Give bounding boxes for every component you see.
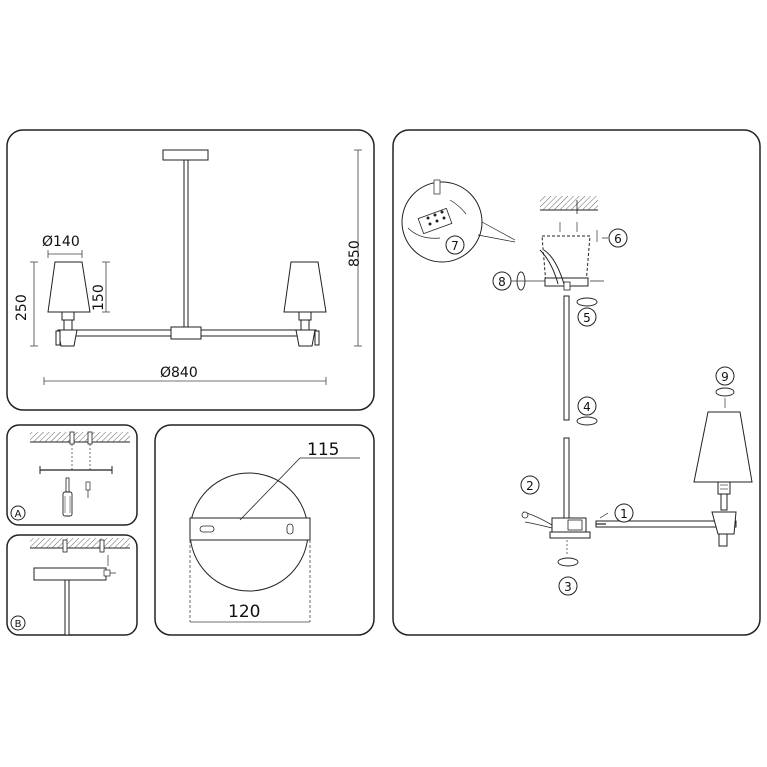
- assembly-lamp: [693, 411, 753, 547]
- step-badge-2: 2: [520, 475, 540, 495]
- step-badge-3: 3: [558, 576, 578, 596]
- canopy-screw-icon: [103, 569, 116, 577]
- overview-panel: Ø140 150 250 850 Ø840: [6, 129, 375, 411]
- right-lamp: [283, 261, 327, 347]
- drill-hole-right: [87, 431, 93, 445]
- svg-text:3: 3: [564, 580, 572, 594]
- step-b-label: B: [15, 619, 22, 630]
- step-a-badge: [10, 505, 26, 521]
- assembly-hub: [521, 511, 591, 539]
- svg-text:2: 2: [526, 479, 534, 493]
- mounting-rod: [64, 579, 70, 636]
- left-lamp: [47, 261, 91, 347]
- svg-text:9: 9: [721, 370, 729, 384]
- step-badge-1: 1: [614, 503, 634, 523]
- shade-ring-9: [715, 387, 735, 397]
- svg-text:8: 8: [498, 275, 506, 289]
- plate-slot-left: [199, 525, 215, 533]
- center-hub: [170, 326, 202, 340]
- screw-icon: [85, 481, 91, 498]
- step-a-label: A: [15, 509, 22, 520]
- dim-arm-height: 250: [14, 294, 30, 321]
- step-badge-9: 9: [715, 366, 735, 386]
- dim-shade-height: 150: [91, 284, 107, 311]
- dim-span: Ø840: [160, 365, 198, 381]
- step-badge-6: 6: [608, 228, 628, 248]
- ceiling-hatch: [540, 196, 598, 210]
- step-badge-8: 8: [492, 271, 512, 291]
- step-badge-4: 4: [577, 396, 597, 416]
- dim-shade-diameter: Ø140: [42, 234, 80, 250]
- mounting-plate: [189, 517, 311, 541]
- nut-4: [576, 416, 598, 426]
- downrod: [183, 159, 189, 331]
- mounting-canopy: [33, 567, 107, 581]
- assembly-panel: 1 2 3 4 5 6 7 8: [392, 129, 761, 636]
- step-badge-5: 5: [577, 307, 597, 327]
- assembly-canopy: [539, 235, 591, 291]
- ceiling-canopy: [162, 149, 209, 161]
- svg-text:1: 1: [620, 507, 628, 521]
- dim-hole-spacing: 115: [307, 440, 339, 460]
- svg-text:5: 5: [583, 311, 591, 325]
- drill-hole-left: [69, 431, 75, 445]
- assembly-downrod: [563, 295, 570, 421]
- mount-step-a-panel: A: [6, 424, 138, 526]
- plate-slot-right: [286, 523, 294, 535]
- svg-text:6: 6: [614, 232, 622, 246]
- screwdriver-icon: [62, 477, 73, 517]
- svg-text:4: 4: [583, 400, 591, 414]
- nut-5: [576, 297, 598, 307]
- nut-3: [557, 557, 579, 567]
- step-badge-7: 7: [445, 235, 465, 255]
- mounting-plate-panel: 115 120: [154, 424, 375, 636]
- dim-plate-width: 120: [228, 602, 260, 622]
- svg-text:7: 7: [451, 239, 459, 253]
- step-b-badge: [10, 615, 26, 631]
- dim-total-height: 850: [347, 240, 363, 267]
- mount-step-b-panel: B: [6, 534, 138, 636]
